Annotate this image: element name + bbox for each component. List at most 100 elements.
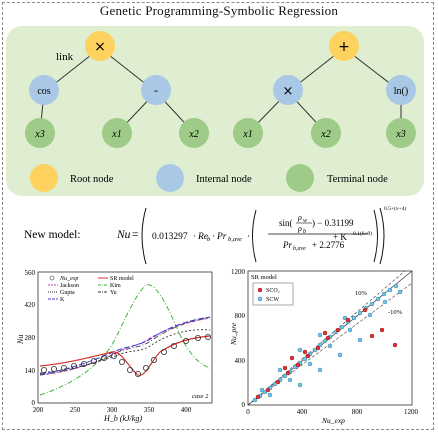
svg-text:+: + [338, 39, 350, 55]
svg-text:cos: cos [37, 86, 50, 97]
svg-text:Nu_exp: Nu_exp [59, 276, 78, 282]
legend-internal-label: Internal node [196, 174, 252, 185]
minus-10-label: -10% [388, 309, 403, 316]
svg-text:·: · [212, 232, 215, 242]
model-pr-den: Pr [282, 240, 292, 250]
right-chart-xlabel: Nu_exp [321, 416, 345, 425]
legend-root: Root node [30, 164, 114, 192]
root-node-left: × [85, 31, 115, 61]
right-legend-box [252, 282, 294, 306]
svg-text:SR model: SR model [110, 276, 134, 282]
right-ytick: 800 [235, 312, 246, 320]
left-xtick: 350 [144, 406, 155, 414]
legend-sco2: SCO₂ [266, 288, 280, 294]
svg-text:ρ: ρ [297, 224, 302, 233]
right-xtick: 0 [246, 408, 250, 416]
svg-text:Yu: Yu [110, 290, 117, 296]
figure-frame [2, 2, 434, 430]
right-chart: Nu_pre Nu_exp 0 400 800 1200 0 400 800 1… [229, 268, 419, 425]
svg-text:x1: x1 [111, 129, 121, 140]
legend-terminal: Terminal node [286, 164, 388, 192]
right-ytick: 0 [242, 401, 246, 409]
model-k: + K [333, 232, 347, 242]
left-chart: Nu H_b (kJ/kg) 200 250 300 350 400 0 140… [16, 269, 213, 423]
plus-10-label: 10% [355, 290, 368, 297]
right-chart-ylabel: Nu_pre [229, 322, 238, 346]
plus-10-line [247, 270, 406, 406]
left-xtick: 250 [70, 406, 81, 414]
exp-points [41, 333, 211, 377]
left-xtick: 400 [181, 406, 192, 414]
terminal-node-x1-right: x1 [233, 118, 263, 148]
curve-yu [39, 317, 211, 376]
svg-text:x3: x3 [34, 129, 44, 140]
sco2-points [255, 307, 398, 400]
left-chart-xlabel: H_b (kJ/kg) [103, 414, 142, 423]
legend-root-label: Root node [70, 174, 114, 185]
internal-node-minus: - [141, 75, 171, 105]
svg-text:×: × [283, 84, 294, 99]
svg-text:ρ: ρ [297, 213, 302, 222]
left-ytick: 420 [25, 301, 36, 309]
legend-terminal-label: Terminal node [327, 174, 388, 185]
internal-node-cos: cos [29, 75, 59, 105]
svg-text:x2: x2 [188, 129, 198, 140]
terminal-node-x3-right: x3 [386, 118, 416, 148]
right-xtick: 1200 [404, 408, 419, 416]
right-box-title: SR model [251, 274, 277, 281]
left-legend: Nu_exp Jackson Gupta K SR model Kim Yu [48, 275, 134, 303]
model-minus-const: ) − 0.31199 [312, 218, 354, 228]
curve-sr-model [39, 335, 211, 376]
svg-text:w: w [303, 218, 307, 224]
right-ytick: 1200 [231, 268, 246, 276]
figure-title: Genetic Programming-Symbolic Regression [99, 3, 339, 18]
model-den-const: + 2.2776 [312, 240, 345, 250]
legend-internal: Internal node [156, 164, 252, 192]
right-xtick: 800 [352, 408, 363, 416]
case-label: case 2 [192, 393, 209, 400]
terminal-node-x2-left: x2 [179, 118, 209, 148]
left-ytick: 140 [25, 367, 36, 375]
model-sin: sin( [279, 218, 293, 228]
root-node-right: + [329, 31, 359, 61]
left-xtick: 200 [33, 406, 44, 414]
right-ytick: 400 [235, 357, 246, 365]
svg-text:Jackson: Jackson [60, 283, 79, 289]
svg-text:x3: x3 [395, 129, 405, 140]
left-xtick: 300 [107, 406, 118, 414]
legend-scw: SCW [266, 297, 279, 303]
svg-text:=: = [132, 229, 139, 241]
terminal-node-x2-right: x2 [311, 118, 341, 148]
terminal-node-x1-left: x1 [102, 118, 132, 148]
svg-text:x1: x1 [242, 129, 252, 140]
svg-text:b,ave: b,ave [293, 246, 306, 252]
left-ytick: 0 [32, 399, 36, 407]
svg-text:-: - [154, 83, 158, 97]
left-ytick: 280 [25, 334, 36, 342]
model-outer-exp: 0.5+(x+4) [384, 205, 406, 212]
left-chart-frame [37, 271, 213, 404]
svg-text:b: b [303, 229, 306, 235]
model-label: New model: [24, 229, 81, 241]
left-ytick: 560 [25, 269, 36, 277]
terminal-node-x3-left: x3 [25, 118, 55, 148]
model-pr: Pr [216, 232, 227, 242]
internal-node-times: × [273, 75, 303, 105]
svg-text:ln(): ln() [394, 86, 408, 97]
svg-text:b,ave: b,ave [228, 236, 242, 243]
model-k-exp: 0.1(6+9) [353, 230, 372, 237]
svg-text:·: · [193, 232, 196, 242]
svg-text:x2: x2 [320, 129, 330, 140]
curve-kim [39, 284, 211, 396]
svg-text:b: b [207, 236, 211, 243]
internal-node-ln: ln() [386, 75, 416, 105]
curve-gupta [39, 329, 211, 374]
model-re: Re [197, 232, 208, 242]
curve-k [39, 316, 211, 375]
svg-text:·: · [247, 232, 250, 242]
model-lhs: Nu [116, 229, 131, 241]
left-chart-ylabel: Nu [16, 335, 25, 345]
svg-text:Kim: Kim [110, 283, 121, 289]
link-label: link [56, 51, 74, 63]
